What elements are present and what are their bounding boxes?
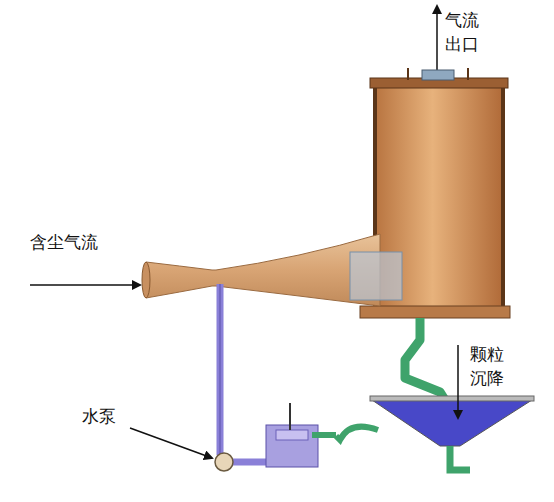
part-label: 含尘气流 — [30, 230, 120, 254]
part-label: 颗粒 沉降 — [470, 342, 510, 390]
pump-symbol — [215, 453, 233, 471]
spray-section — [350, 252, 402, 300]
water-pipe — [217, 284, 224, 455]
part-label: 气流 出口 — [445, 8, 485, 56]
settling-cone — [372, 400, 532, 446]
outlet-nozzle — [422, 70, 454, 80]
drain-pipe — [405, 318, 445, 400]
cylinder-flange — [360, 306, 510, 318]
venturi-tube — [146, 234, 380, 306]
part-label: 水泵 — [82, 404, 132, 428]
inlet-arrow — [30, 284, 140, 286]
water-tank — [266, 425, 318, 467]
settling-arrow — [457, 345, 459, 418]
outlet-arrow — [436, 6, 438, 80]
pump-leader — [130, 428, 212, 458]
